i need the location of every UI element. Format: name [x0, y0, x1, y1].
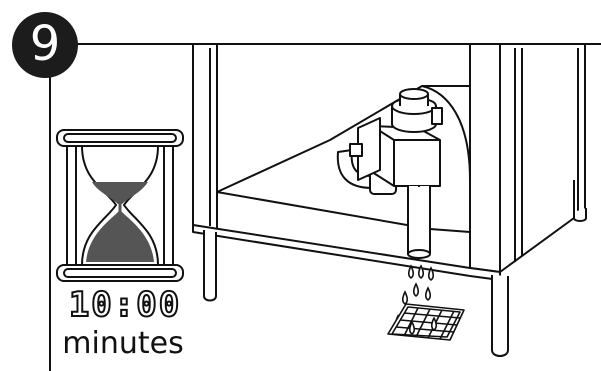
- timer-unit: minutes: [62, 326, 184, 361]
- fryer-cabinet: [192, 43, 587, 357]
- step-badge: [12, 12, 78, 78]
- timer-value: 10:00: [68, 285, 182, 325]
- floor-drain-icon: [387, 303, 465, 341]
- drain-valve-icon: [336, 88, 443, 259]
- hourglass-icon: [56, 129, 184, 282]
- step-number: 9: [29, 16, 61, 72]
